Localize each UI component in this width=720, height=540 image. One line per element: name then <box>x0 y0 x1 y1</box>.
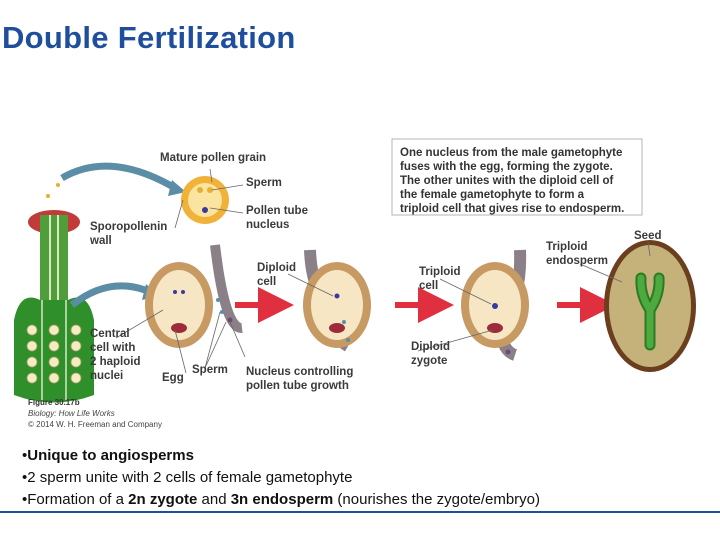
label-pollen-tube-nucleus-2: nucleus <box>246 219 289 231</box>
double-fertilization-figure: One nucleus from the male gametophyte fu… <box>14 138 696 429</box>
label-sporopollenin-2: wall <box>89 235 112 247</box>
bullet-1-text: Unique to angiosperms <box>27 447 194 464</box>
caption-book: Biology: How Life Works <box>28 409 115 418</box>
ovule-stage-2 <box>303 249 371 352</box>
label-sporopollenin-1: Sporopollenin <box>90 221 167 233</box>
label-triploid-endosperm-1: Triploid <box>546 241 588 253</box>
callout-line-3: The other unites with the diploid cell o… <box>400 175 614 187</box>
label-sperm-top: Sperm <box>246 177 282 189</box>
bullet-2-text: 2 sperm unite with 2 cells of female gam… <box>27 469 353 486</box>
bullet-list: •Unique to angiosperms •2 sperm unite wi… <box>22 445 712 511</box>
label-nucleus-controlling-1: Nucleus controlling <box>246 366 353 378</box>
bullet-3-bold-2: 3n endosperm <box>230 491 334 508</box>
label-central-cell-4: nuclei <box>90 370 123 382</box>
bullet-3-pre: Formation of a <box>27 491 129 508</box>
bullet-3-post: (nourishes the zygote/embryo) <box>333 491 541 508</box>
seed-illustration <box>604 240 696 372</box>
pollen-arrow-top <box>60 162 177 192</box>
label-diploid-cell-2: cell <box>257 276 276 288</box>
label-nucleus-controlling-2: pollen tube growth <box>246 380 349 392</box>
label-mature-pollen-grain: Mature pollen grain <box>160 152 266 164</box>
caption-copyright: © 2014 W. H. Freeman and Company <box>28 420 162 429</box>
callout-line-4: the female gametophyte to form a <box>400 189 585 201</box>
label-sperm-bottom: Sperm <box>192 364 228 376</box>
pollen-grain <box>181 176 229 224</box>
pollen-arrow-bottom <box>69 282 152 308</box>
label-central-cell-2: cell with <box>90 342 135 354</box>
label-triploid-cell-2: cell <box>419 280 438 292</box>
pistil-illustration <box>14 173 94 403</box>
label-diploid-zygote-2: zygote <box>411 355 447 367</box>
label-pollen-tube-nucleus-1: Pollen tube <box>246 205 308 217</box>
label-diploid-cell-1: Diploid <box>257 262 296 274</box>
leader-lines <box>115 168 651 374</box>
bottom-divider <box>0 511 720 513</box>
bullet-item-2: •2 sperm unite with 2 cells of female ga… <box>22 469 353 486</box>
label-triploid-cell-1: Triploid <box>419 266 461 278</box>
label-egg: Egg <box>162 372 184 384</box>
label-central-cell-3: 2 haploid <box>90 356 140 368</box>
label-triploid-endosperm-2: endosperm <box>546 255 608 267</box>
bullet-3-bold-1: 2n zygote <box>128 491 198 508</box>
callout-box: One nucleus from the male gametophyte fu… <box>391 138 643 216</box>
ovule-stage-1 <box>145 244 243 348</box>
callout-line-1: One nucleus from the male gametophyte <box>400 147 622 159</box>
bullet-item-1: •Unique to angiosperms <box>22 447 194 464</box>
bullet-item-3: •Formation of a 2n zygote and 3n endospe… <box>22 491 541 508</box>
label-central-cell-1: Central <box>90 328 130 340</box>
ovule-stage-3 <box>461 249 529 361</box>
caption-figure-number: Figure 30.17b <box>28 398 80 407</box>
callout-line-2: fuses with the egg, forming the zygote. <box>400 161 613 173</box>
bullet-3-mid: and <box>197 491 231 508</box>
callout-line-5: triploid cell that gives rise to endospe… <box>400 203 624 215</box>
label-diploid-zygote-1: Diploid <box>411 341 450 353</box>
label-seed: Seed <box>634 230 662 242</box>
slide-title: Double Fertilization <box>2 20 296 55</box>
